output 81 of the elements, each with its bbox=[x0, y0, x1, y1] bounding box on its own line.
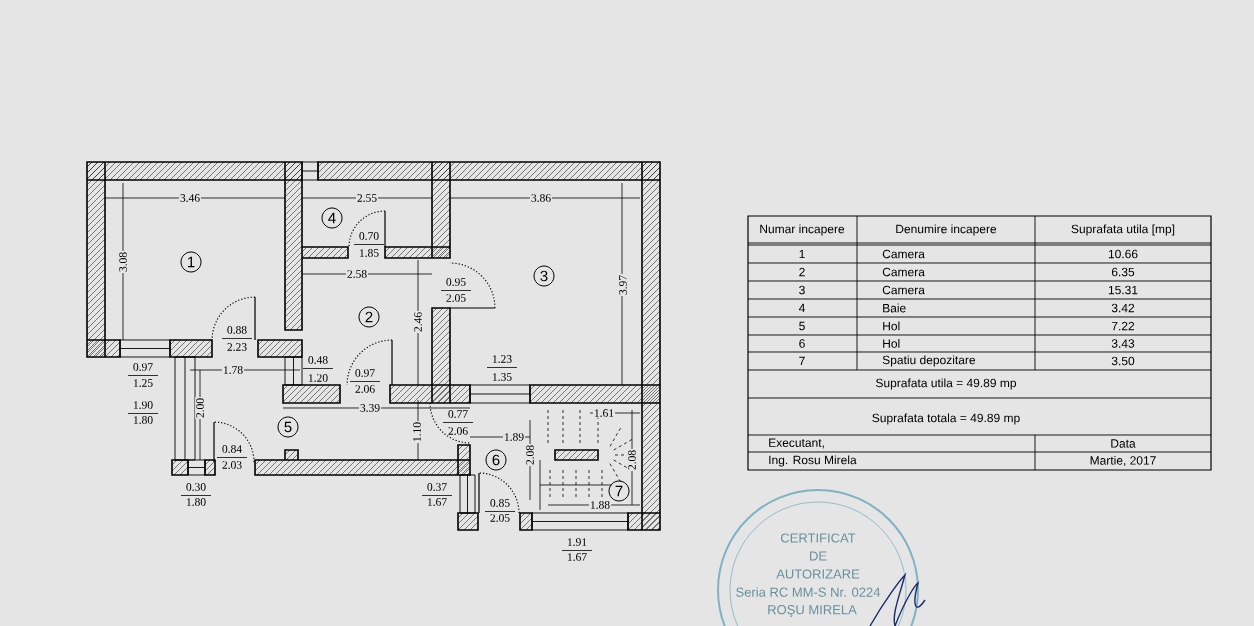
table-text: Camera bbox=[882, 249, 925, 259]
table-text: 10.66 bbox=[1108, 249, 1138, 259]
table-text: Spatiu depozitare bbox=[882, 355, 976, 367]
dimension-text: 1.85 bbox=[359, 249, 379, 257]
dimension-text: 1.23 bbox=[492, 355, 512, 363]
dimension-text: 0.97 bbox=[133, 363, 153, 371]
dimension-text: 3.97 bbox=[618, 273, 628, 297]
table-text: 1 bbox=[799, 249, 805, 259]
room-number: 7 bbox=[608, 480, 630, 502]
table-text: Martie, 2017 bbox=[1090, 455, 1156, 467]
table-text: 4 bbox=[798, 303, 805, 313]
dimension-text: 1.25 bbox=[133, 379, 153, 387]
dimension-text: 1.10 bbox=[412, 420, 422, 444]
table-text: Suprafata totala = 49.89 mp bbox=[872, 413, 1020, 425]
room-number: 4 bbox=[321, 207, 343, 229]
table-text: Hol bbox=[883, 321, 900, 331]
stamp-text: AUTORIZARE bbox=[776, 569, 860, 579]
dimension-text: 1.78 bbox=[221, 365, 245, 375]
dimension-text: 0.97 bbox=[355, 369, 375, 377]
table-text: 6 bbox=[799, 339, 805, 348]
dimension-text: 1.89 bbox=[502, 432, 526, 442]
dimension-text: 1.20 bbox=[308, 374, 328, 382]
dimension-text: 1.80 bbox=[133, 416, 153, 424]
stamp-text: DE bbox=[810, 551, 827, 561]
dimension-text: 1.90 bbox=[133, 401, 153, 409]
dimension-text: 3.08 bbox=[118, 250, 128, 274]
table-text: Data bbox=[1111, 439, 1136, 448]
table-text: Camera bbox=[882, 285, 925, 295]
dimension-text: 2.00 bbox=[195, 396, 205, 420]
dimension-text: 0.85 bbox=[490, 499, 510, 507]
dimension-text: 3.39 bbox=[358, 403, 382, 413]
dimension-text: 0.48 bbox=[308, 356, 328, 364]
table-text: 2 bbox=[799, 267, 805, 277]
table-text: 3 bbox=[799, 285, 805, 295]
dimension-text: 0.88 bbox=[227, 326, 247, 334]
dimension-text: 1.67 bbox=[427, 498, 447, 506]
dimension-text: 3.86 bbox=[529, 193, 553, 203]
header-text: Numar incapere bbox=[760, 224, 845, 236]
dimension-text: 1.91 bbox=[567, 538, 587, 546]
dimension-text: 2.23 bbox=[227, 343, 247, 351]
stamp-text: CERTIFICAT bbox=[781, 533, 856, 543]
table-text: Ing. Rosu Mirela bbox=[769, 455, 857, 467]
dimension-text: 2.06 bbox=[448, 427, 468, 435]
table-text: 15.31 bbox=[1108, 285, 1138, 295]
room-number: 1 bbox=[180, 251, 202, 273]
table-text: Executant, bbox=[769, 438, 824, 449]
dimension-text: 2.58 bbox=[345, 269, 369, 279]
dimension-text: 1.35 bbox=[492, 373, 512, 381]
table-text: 3.42 bbox=[1111, 303, 1135, 313]
dimension-text: 2.05 bbox=[490, 514, 510, 522]
dimension-text: 0.70 bbox=[359, 232, 379, 240]
dimension-text: 1.67 bbox=[567, 553, 587, 561]
stamp-text: Seria RC MM-S Nr. 0224 bbox=[736, 587, 881, 597]
table-text: 7 bbox=[799, 356, 805, 366]
table-text: Baie bbox=[883, 303, 906, 313]
stamp-text: ROŞU MIRELA bbox=[768, 605, 857, 617]
dimension-text: 1.61 bbox=[592, 408, 616, 418]
dimension-text: 2.05 bbox=[446, 294, 466, 302]
room-number: 2 bbox=[358, 306, 380, 328]
table-text: Hol bbox=[883, 339, 900, 348]
table-text: 6.35 bbox=[1111, 267, 1135, 277]
dimension-text: 1.80 bbox=[186, 498, 206, 506]
dimension-text: 2.08 bbox=[525, 443, 535, 467]
dimension-text: 3.46 bbox=[178, 193, 202, 203]
table-text: Suprafata utila = 49.89 mp bbox=[876, 378, 1016, 390]
table-text: Camera bbox=[882, 267, 925, 277]
header-text: Suprafata utila [mp] bbox=[1071, 224, 1175, 236]
header-text: Denumire incapere bbox=[896, 224, 997, 236]
table-text: 3.50 bbox=[1111, 356, 1135, 366]
dimension-text: 0.30 bbox=[186, 483, 206, 491]
table-text: 7.22 bbox=[1111, 321, 1135, 331]
room-number: 5 bbox=[277, 416, 299, 438]
room-number: 3 bbox=[533, 265, 555, 287]
dimension-text: 0.37 bbox=[427, 483, 447, 491]
dimension-text: 0.95 bbox=[446, 278, 466, 286]
table-text: 3.43 bbox=[1111, 339, 1135, 348]
table-text: 5 bbox=[799, 321, 805, 331]
dimension-text: 1.88 bbox=[588, 500, 612, 510]
dimension-text: 2.06 bbox=[355, 385, 375, 393]
dimension-text: 2.03 bbox=[222, 461, 242, 469]
room-number: 6 bbox=[485, 449, 507, 471]
